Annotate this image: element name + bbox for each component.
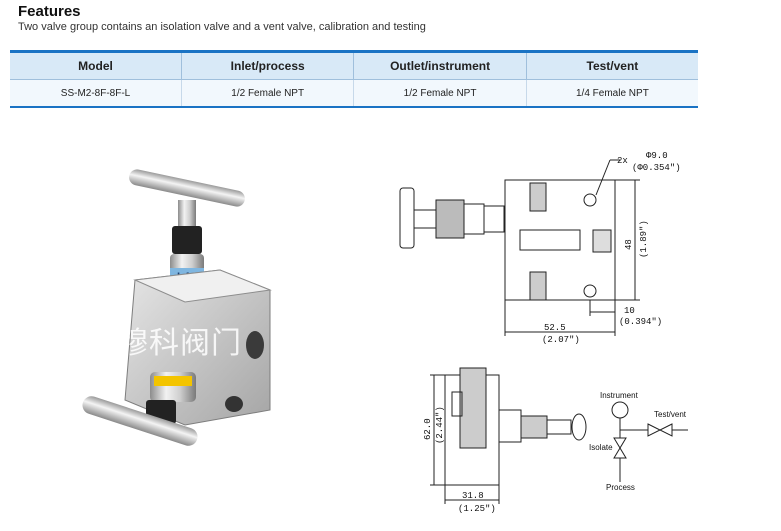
column-header: Model (10, 51, 183, 80)
side-height-mm: 62.0 (423, 418, 433, 440)
features-subtitle: Two valve group contains an isolation va… (18, 21, 426, 33)
side-view-handle (459, 367, 487, 449)
top-stem (178, 200, 196, 230)
schematic-vent-label: Test/vent (654, 410, 687, 419)
hole-dia-mm: Φ9.0 (646, 151, 668, 161)
valve-body-top (133, 269, 272, 303)
accent-band (154, 376, 192, 386)
offset-in: (0.394") (619, 317, 662, 327)
side-view-knurl (520, 415, 548, 439)
drawing-port-bottom (529, 271, 547, 301)
front-port (225, 396, 243, 412)
dimension-drawing: 2x Φ9.0 (Φ0.354") 48 (1.89") 10 (0.394")… (399, 151, 688, 514)
hole-dia-in: (Φ0.354") (632, 163, 681, 173)
table-row: SS-M2-8F-8F-L 1/2 Female NPT 1/2 Female … (10, 79, 698, 107)
schematic-isolate-label: Isolate (589, 443, 613, 452)
drawing-side-port (592, 229, 612, 253)
height-in: (1.89") (639, 220, 649, 258)
side-width-mm: 31.8 (462, 491, 484, 501)
column-header: Outlet/instrument (353, 51, 527, 80)
drawing-knurl (435, 199, 465, 239)
table-cell: 1/2 Female NPT (181, 79, 355, 107)
drawing-mount-hole (583, 284, 597, 298)
drawing-port-top (529, 182, 547, 212)
side-view-nut (498, 409, 522, 443)
watermark-text: 穆科阀门 (118, 326, 242, 361)
table-cell: SS-M2-8F-8F-L (10, 79, 183, 107)
side-view-stem (546, 419, 572, 435)
drawing-mount-hole (583, 193, 597, 207)
side-width-in: (1.25") (458, 504, 496, 514)
top-handle (129, 169, 245, 207)
drawing-stem (413, 209, 437, 229)
height-mm: 48 (624, 239, 634, 250)
side-height-in: (2.44") (435, 406, 445, 444)
side-view-port (451, 391, 463, 417)
drawing-nut (463, 203, 485, 235)
side-view-handle-end (571, 413, 587, 441)
table-header-row: Model Inlet/process Outlet/instrument Te… (10, 51, 698, 80)
bottom-handle (82, 396, 198, 446)
column-header: Inlet/process (181, 51, 355, 80)
schematic-instrument-label: Instrument (600, 391, 639, 400)
offset-mm: 10 (624, 306, 635, 316)
column-header: Test/vent (526, 51, 698, 80)
table-cell: 1/4 Female NPT (526, 79, 698, 107)
drawing-handle (399, 187, 415, 249)
hole-count-label: 2x (617, 156, 628, 166)
spec-table: Model Inlet/process Outlet/instrument Te… (10, 50, 698, 108)
isolate-valve-symbol (613, 437, 627, 449)
top-knurl (172, 226, 202, 254)
drawing-bore (519, 229, 581, 251)
side-port (246, 331, 264, 359)
hole-leader (595, 159, 611, 196)
schematic-process-label: Process (606, 483, 635, 492)
features-title: Features (18, 3, 81, 20)
instrument-symbol (611, 401, 629, 419)
width-mm: 52.5 (544, 323, 566, 333)
drawing-block (504, 179, 616, 301)
vent-valve-symbol (647, 423, 662, 437)
table-cell: 1/2 Female NPT (353, 79, 527, 107)
valve-photo: LA (82, 169, 272, 446)
drawing-bonnet (483, 205, 505, 233)
width-in: (2.07") (542, 335, 580, 345)
